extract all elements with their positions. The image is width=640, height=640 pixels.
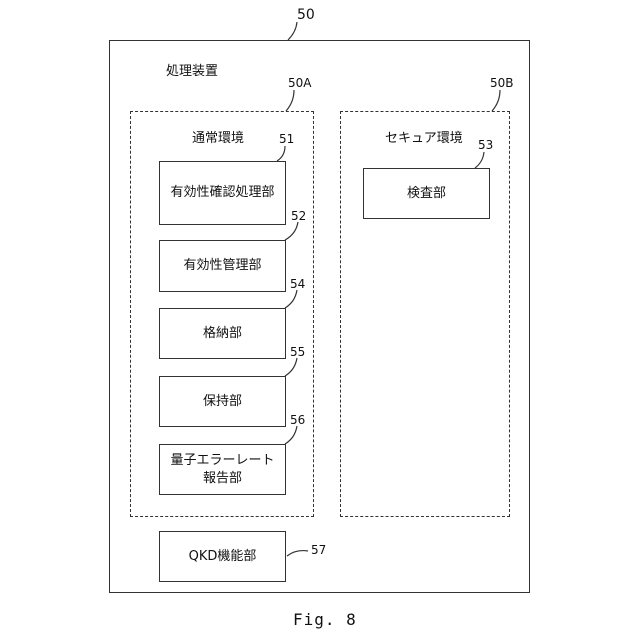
quantum-error-rate-report-unit: 量子エラーレート 報告部 xyxy=(159,444,286,495)
holding-unit: 保持部 xyxy=(159,376,286,427)
storage-unit-label: 格納部 xyxy=(203,325,242,343)
quantum-error-rate-report-unit-line1: 量子エラーレート xyxy=(170,452,274,470)
inspection-unit: 検査部 xyxy=(363,168,490,219)
qkd-function-unit: QKD機能部 xyxy=(159,531,286,582)
validity-management-unit: 有効性管理部 xyxy=(159,240,286,292)
validity-check-processing-unit-label: 有効性確認処理部 xyxy=(170,184,274,202)
storage-unit: 格納部 xyxy=(159,308,286,359)
validity-check-processing-unit: 有効性確認処理部 xyxy=(159,161,286,225)
figure-caption: Fig. 8 xyxy=(293,610,357,629)
normal-environment-label: 通常環境 xyxy=(192,127,244,146)
holding-unit-label: 保持部 xyxy=(203,393,242,411)
processing-device-label: 処理装置 xyxy=(166,60,218,79)
quantum-error-rate-report-unit-line2: 報告部 xyxy=(203,470,242,488)
ref-device: 50 xyxy=(297,7,315,23)
inspection-unit-label: 検査部 xyxy=(407,185,446,203)
leader-50 xyxy=(288,22,297,40)
secure-environment-label: セキュア環境 xyxy=(385,127,463,146)
qkd-function-unit-label: QKD機能部 xyxy=(189,548,257,566)
validity-management-unit-label: 有効性管理部 xyxy=(183,257,261,275)
